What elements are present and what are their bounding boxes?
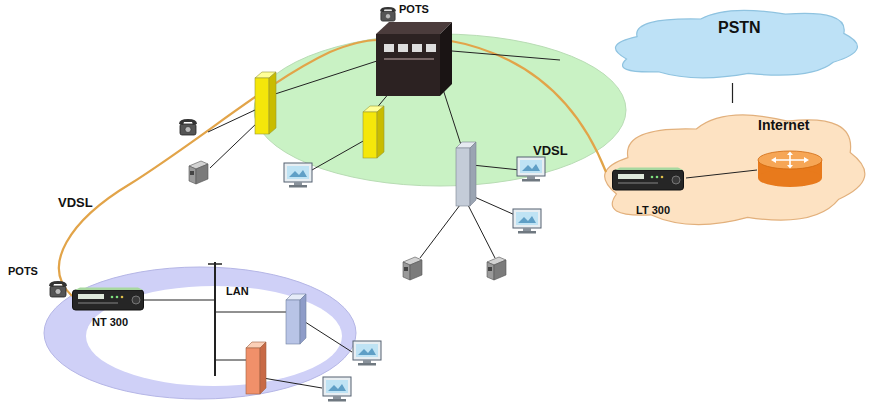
office-wiring — [312, 140, 365, 170]
device-label: NT 300 — [92, 316, 128, 329]
lan-bus — [208, 263, 222, 265]
central-switch — [384, 58, 434, 60]
office-wiring — [470, 195, 515, 215]
yellow-hub — [363, 112, 377, 158]
monitor-icon — [517, 157, 545, 182]
router — [758, 151, 822, 187]
yellow-hub — [269, 72, 276, 134]
network-cloud: PSTN — [600, 3, 865, 83]
server-tower — [456, 148, 470, 206]
lan-hub — [260, 342, 266, 394]
text-label: POTS — [399, 3, 429, 16]
server-tower — [470, 142, 476, 206]
text-label: POTS — [8, 265, 38, 278]
cloud-outline — [615, 10, 857, 77]
device-label: LT 300 — [636, 204, 670, 217]
lan-hub — [246, 348, 260, 394]
router — [771, 152, 809, 169]
router-link — [686, 170, 757, 178]
office-wiring — [472, 165, 520, 170]
router-link — [686, 170, 757, 178]
router — [758, 169, 822, 187]
central-switch — [376, 22, 452, 34]
yellow-hub — [377, 106, 384, 158]
office-wiring — [208, 110, 255, 132]
central-switch — [376, 22, 452, 96]
camera-icon — [403, 257, 422, 280]
telephone-icon — [179, 119, 197, 135]
cloud-outline — [605, 115, 865, 225]
cloud-shape — [600, 3, 865, 83]
central-switch — [384, 44, 394, 52]
telephone-icon — [49, 281, 67, 297]
camera-icon — [487, 257, 506, 280]
central-switch — [412, 44, 422, 52]
text-label: VDSL — [58, 196, 93, 211]
text-label: LAN — [226, 285, 249, 298]
cloud-label: PSTN — [718, 19, 761, 37]
monitor-icon — [513, 209, 541, 234]
office-wiring — [210, 122, 258, 168]
office-wiring — [440, 50, 560, 60]
lan-hub — [286, 300, 300, 344]
yellow-hub — [255, 78, 269, 134]
lan-hub — [300, 294, 306, 344]
monitor-icon — [284, 163, 312, 188]
central-switch — [398, 44, 408, 52]
lan-bus — [302, 320, 352, 352]
vdsl-cable — [59, 40, 606, 296]
monitor-icon — [353, 341, 381, 366]
vdsl-cable — [59, 40, 378, 296]
server-tower — [456, 142, 476, 206]
central-switch — [426, 44, 436, 52]
camera-icon — [189, 161, 208, 184]
office-wiring — [272, 60, 380, 95]
office-wiring — [468, 205, 495, 258]
router — [758, 151, 822, 169]
lan-ring — [44, 267, 356, 399]
lan-bus — [215, 360, 246, 361]
router — [774, 154, 806, 166]
central-switch — [440, 22, 452, 96]
lan-hub — [246, 294, 306, 394]
central-switch — [376, 34, 440, 96]
lan-ring — [44, 267, 356, 399]
cloud-label: Internet — [758, 117, 809, 133]
network-link — [732, 83, 733, 103]
text-label: VDSL — [533, 144, 568, 159]
nt300-modem — [73, 288, 144, 311]
telephone-icon — [380, 7, 396, 21]
lt300-modem — [613, 168, 684, 191]
monitor-icon — [323, 377, 351, 402]
lan-bus — [215, 312, 286, 313]
office-wiring — [420, 205, 460, 258]
lan-bus — [144, 300, 215, 301]
lan-bus — [214, 262, 216, 376]
yellow-hub — [255, 72, 384, 158]
lan-bus — [263, 378, 322, 388]
